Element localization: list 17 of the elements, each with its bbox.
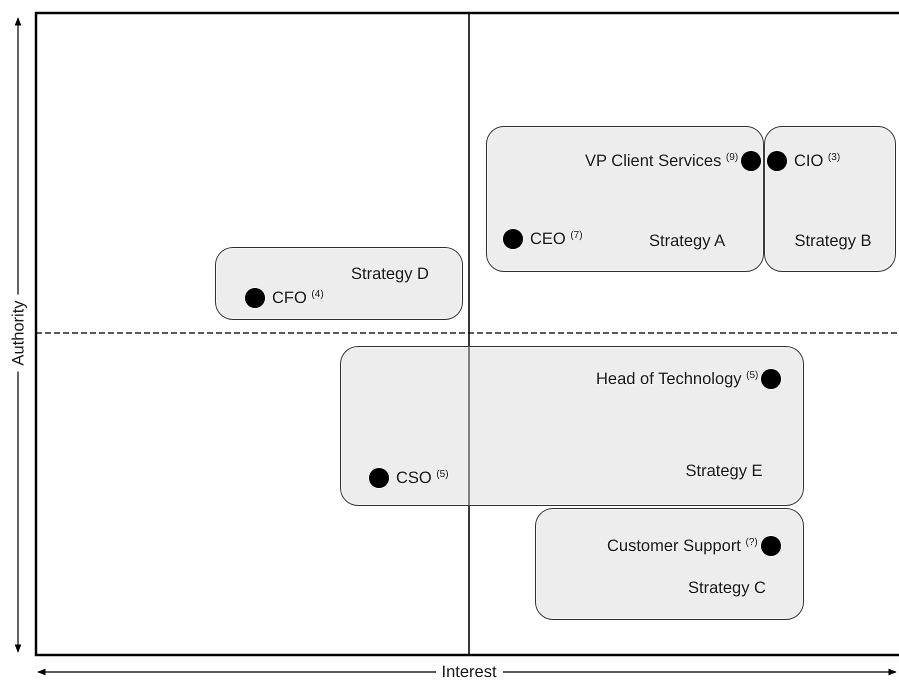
strategy-box xyxy=(535,508,804,620)
stakeholder-label: Strategy D xyxy=(351,264,429,284)
strategy-box xyxy=(764,126,896,272)
stakeholder-label: CSO $^{(5)}$ xyxy=(396,468,449,488)
stakeholder-label: Customer Support $^{(?)}$ xyxy=(607,536,758,556)
stakeholder-label: CIO $^{(3)}$ xyxy=(794,151,840,171)
strategy-name: Strategy C xyxy=(688,578,766,598)
strategy-name: Strategy E xyxy=(686,461,763,481)
stakeholder-label: Head of Technology $^{(5)}$ xyxy=(596,369,758,389)
strategy-box xyxy=(215,247,463,320)
strategy-box xyxy=(486,126,764,272)
stakeholder-label: VP Client Services $^{(9)}$ xyxy=(585,151,738,171)
strategy-name: CFO $^{(4)}$ xyxy=(272,288,324,308)
strategy-name: Strategy A xyxy=(649,231,726,251)
stakeholder-label: CEO $^{(7)}$ xyxy=(530,229,583,249)
strategy-box xyxy=(340,346,804,506)
strategy-name: Strategy B xyxy=(794,231,872,251)
